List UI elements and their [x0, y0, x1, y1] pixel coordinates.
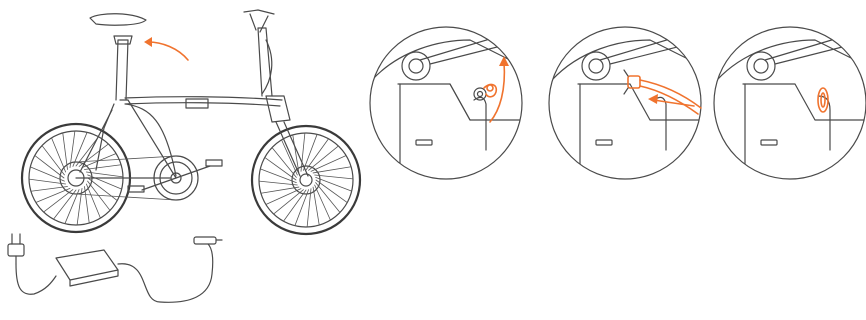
power-adapter	[56, 250, 118, 286]
spoke	[315, 185, 331, 220]
spoke	[309, 146, 339, 170]
folding-bike-icon	[22, 10, 360, 234]
charge-port-cover-closed	[818, 88, 828, 112]
spoke	[31, 186, 68, 191]
bike-frame	[76, 10, 308, 200]
spoke	[272, 148, 296, 178]
spoke	[84, 186, 89, 223]
spoke	[282, 140, 298, 175]
step-insert-plug	[549, 27, 710, 180]
dc-plug	[194, 237, 222, 244]
raise-seat-arrow	[148, 42, 188, 60]
spoke	[266, 189, 301, 205]
charger-icon	[8, 234, 222, 302]
step-open-port-cover	[370, 27, 530, 180]
spoke	[316, 183, 340, 213]
raise-seat-arrowhead	[144, 37, 152, 47]
wall-plug	[8, 234, 24, 264]
insert-plug-arrowhead	[648, 94, 658, 104]
spoke	[63, 133, 68, 170]
front-wheel	[252, 126, 360, 234]
spoke	[274, 190, 304, 214]
open-cover-arrow	[490, 62, 504, 122]
spoke	[84, 165, 121, 170]
charging-cable-plug	[624, 70, 701, 114]
insert-plug-arrow	[654, 100, 694, 106]
step-close-port-cover	[714, 27, 866, 180]
spoke	[311, 156, 346, 172]
